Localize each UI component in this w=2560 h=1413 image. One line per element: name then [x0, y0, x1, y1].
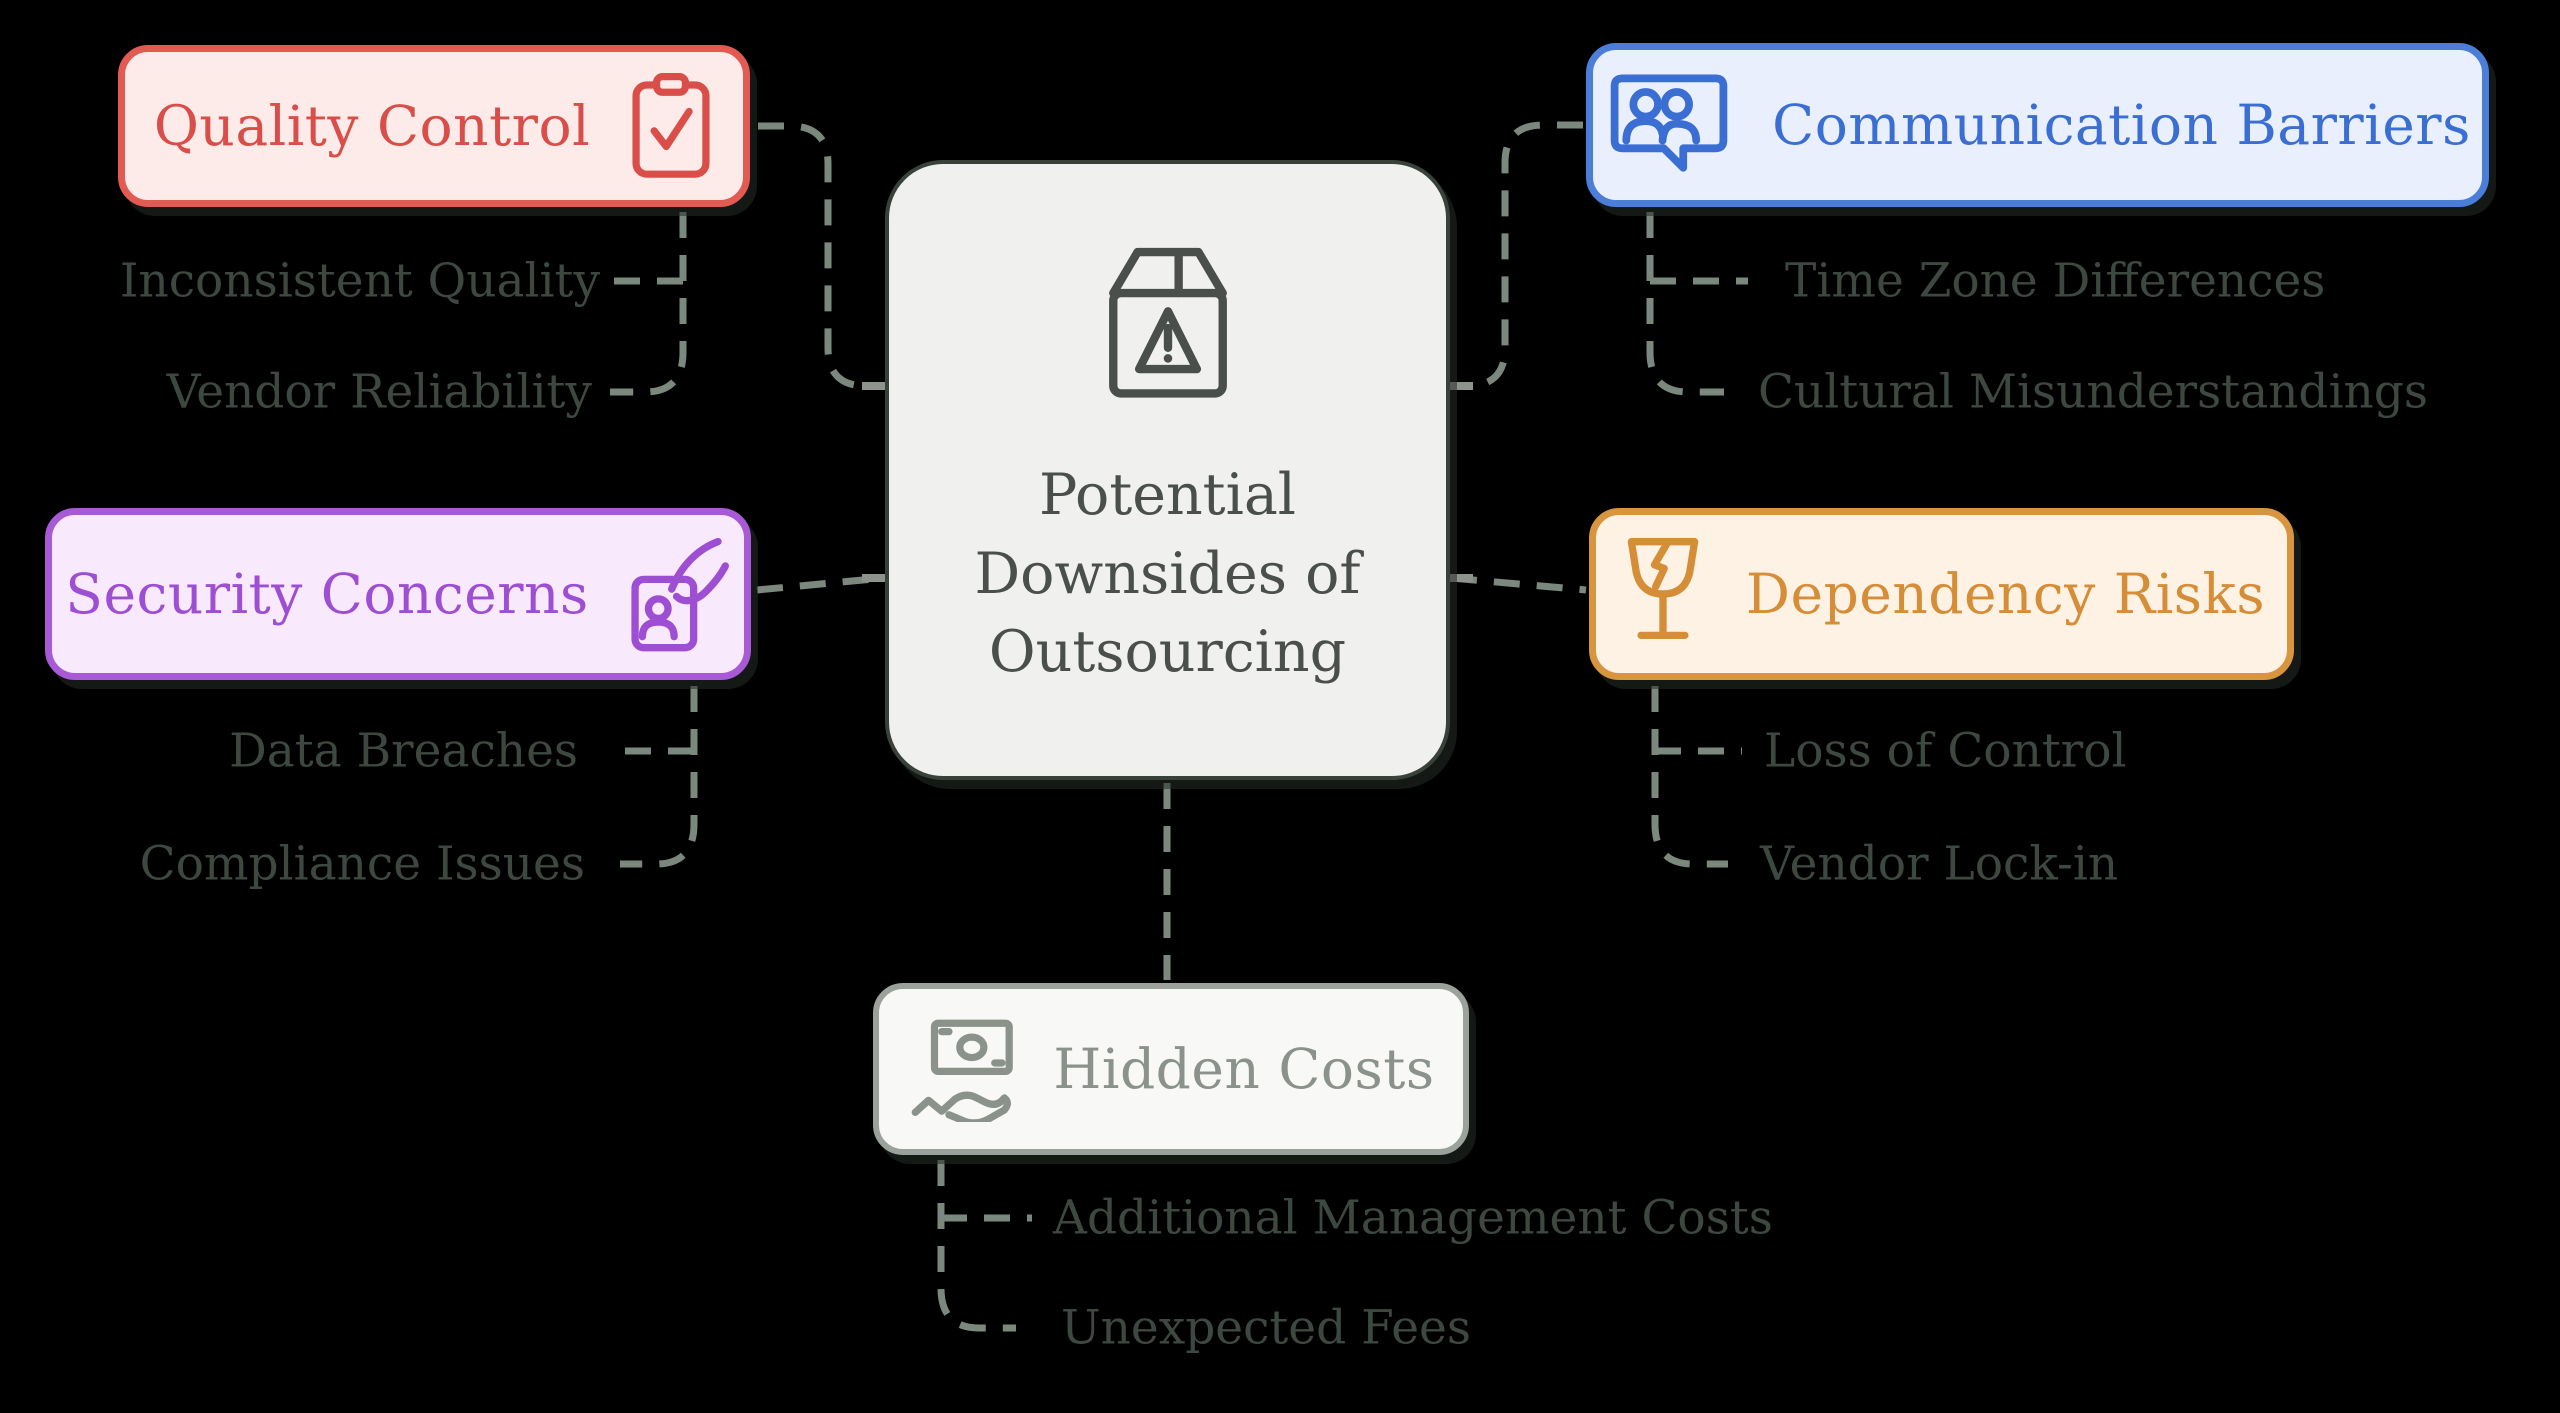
node-hidden-costs: Hidden Costs — [873, 983, 1469, 1155]
subitem-inconsistent-quality: Inconsistent Quality — [119, 253, 600, 309]
node-dependency-risks-label: Dependency Risks — [1745, 562, 2266, 626]
center-node: Potential Downsides of Outsourcing — [885, 160, 1450, 780]
node-security-concerns-label: Security Concerns — [65, 562, 589, 626]
subitem-data-breaches: Data Breaches — [229, 723, 578, 779]
subitem-additional-management-costs: Additional Management Costs — [1053, 1190, 1773, 1246]
node-quality-control-label: Quality Control — [153, 94, 591, 158]
center-node-label: Potential Downsides of Outsourcing — [974, 462, 1361, 686]
subitem-vendor-reliability: Vendor Reliability — [166, 364, 592, 420]
node-communication-barriers: Communication Barriers — [1586, 43, 2489, 207]
fragile-glass-icon — [1618, 533, 1708, 655]
subitem-unexpected-fees: Unexpected Fees — [1061, 1300, 1471, 1356]
node-dependency-risks: Dependency Risks — [1589, 508, 2294, 680]
node-communication-barriers-label: Communication Barriers — [1772, 93, 2471, 157]
subitem-compliance-issues: Compliance Issues — [139, 836, 585, 892]
subitem-vendor-lock-in: Vendor Lock-in — [1760, 836, 2119, 892]
subitem-cultural-misunderstandings: Cultural Misunderstandings — [1758, 364, 2428, 420]
money-hand-icon — [907, 1016, 1015, 1122]
id-badge-hand-icon — [627, 533, 731, 655]
people-chat-bubble-icon — [1604, 68, 1734, 182]
node-security-concerns: Security Concerns — [45, 508, 751, 680]
clipboard-check-icon — [628, 73, 714, 179]
subitem-loss-of-control: Loss of Control — [1764, 723, 2127, 779]
package-warning-icon — [1092, 232, 1244, 418]
subitem-time-zone-differences: Time Zone Differences — [1785, 253, 2326, 309]
node-quality-control: Quality Control — [118, 45, 750, 207]
node-hidden-costs-label: Hidden Costs — [1053, 1037, 1435, 1101]
